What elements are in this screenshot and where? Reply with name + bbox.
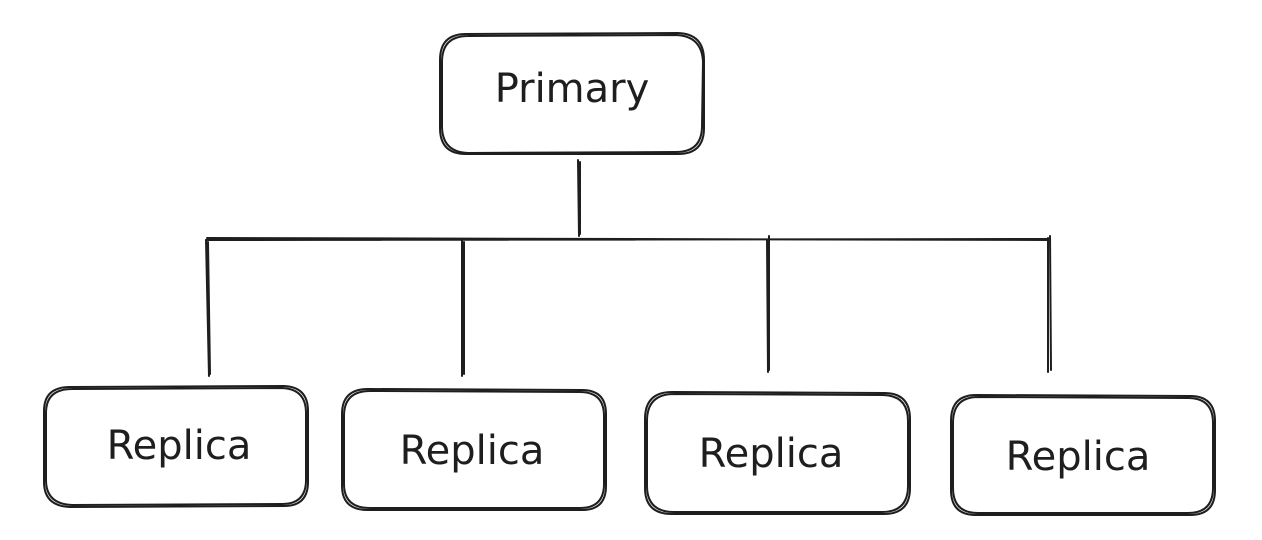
replica-node-2: Replica: [341, 388, 607, 511]
primary-node: Primary: [439, 32, 705, 155]
replica-4-drop-line: [1047, 235, 1052, 373]
replica-2-box: [341, 388, 607, 511]
replica-3-box-sketch: [646, 393, 909, 513]
replica-4-box-sketch: [952, 396, 1214, 514]
replica-4-label: Replica: [1006, 434, 1151, 480]
primary-box-sketch: [441, 34, 704, 154]
replica-2-box-sketch: [343, 390, 605, 509]
primary-box: [439, 32, 705, 155]
horizontal-bus-line: [205, 237, 1051, 241]
primary-label: Primary: [495, 66, 650, 112]
replica-node-3: Replica: [644, 391, 911, 515]
replica-3-drop-line: [766, 235, 770, 373]
replica-1-box: [43, 385, 309, 508]
replica-1-box-sketch: [45, 387, 307, 506]
replica-node-1: Replica: [43, 385, 309, 508]
replica-1-drop-line: [205, 239, 211, 377]
replica-2-drop-line: [461, 239, 465, 377]
primary-trunk-line: [577, 159, 581, 237]
replica-3-label: Replica: [699, 431, 844, 477]
replica-1-label: Replica: [107, 423, 252, 469]
replica-2-label: Replica: [400, 428, 545, 474]
replica-node-4: Replica: [950, 394, 1216, 516]
replica-4-box: [950, 394, 1216, 516]
replica-3-box: [644, 391, 911, 515]
connectors: [205, 159, 1052, 377]
